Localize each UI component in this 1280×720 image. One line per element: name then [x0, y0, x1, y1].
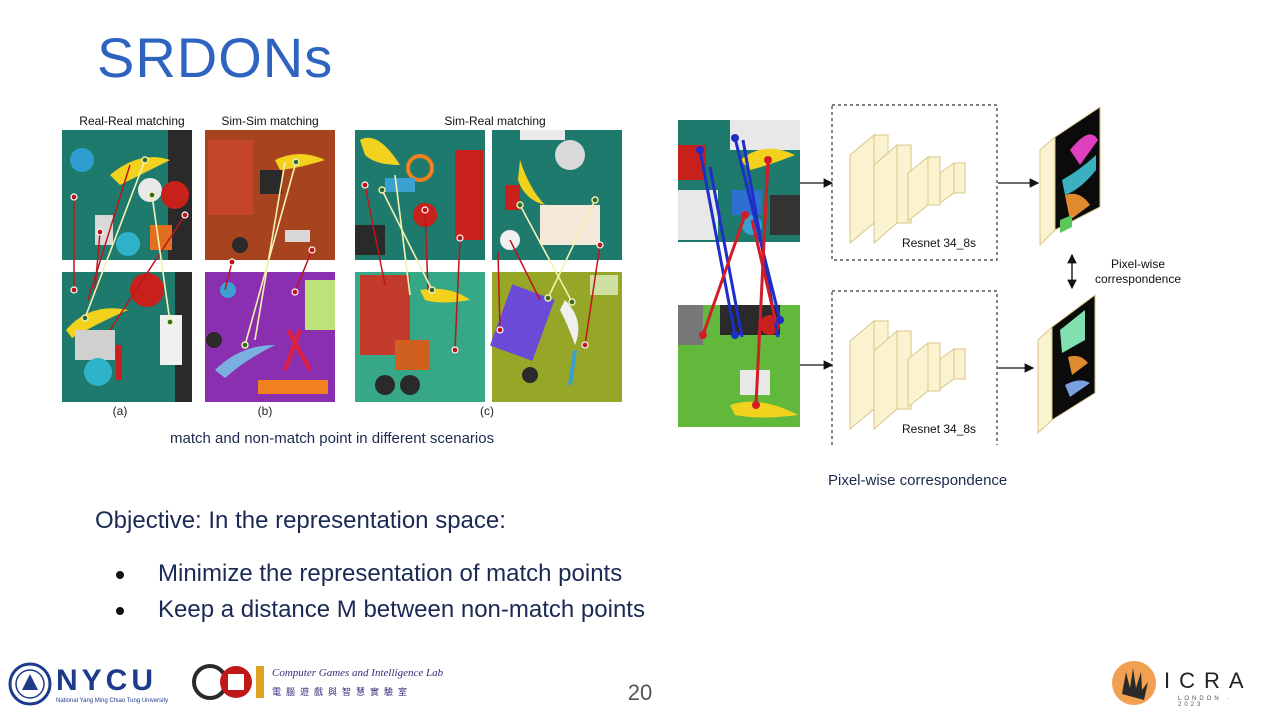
bullet-list: Minimize the representation of match poi…: [110, 558, 645, 630]
cgi-emblem-icon: [192, 664, 264, 700]
output-descriptor-top: [1039, 106, 1101, 247]
panel-sim-real-1-bottom: [355, 272, 485, 402]
panel-real-real-bottom: [62, 272, 192, 402]
panel-sim-real-2-top: [492, 130, 622, 260]
nycu-wordmark: NYCU: [56, 664, 158, 697]
bullet-text: Keep a distance M between non-match poin…: [158, 596, 645, 623]
icra-hand-icon: [1112, 661, 1156, 705]
resnet-box-top: [831, 104, 998, 261]
label-real-real: Real-Real matching: [79, 114, 185, 128]
input-image-real: [678, 120, 800, 242]
cgi-lab-name-zh: 電腦遊戲與智慧實驗室: [272, 687, 413, 697]
panel-real-real-top: [62, 130, 192, 260]
icra-subtitle: LONDON · 2023: [1178, 696, 1232, 708]
resnet-label-top: Resnet 34_8s: [902, 236, 977, 250]
pixelwise-arrow-label: Pixel-wise correspondence: [1094, 257, 1182, 286]
icra-wordmark: ICRA: [1164, 668, 1253, 693]
resnet-box-bottom: [831, 290, 998, 445]
sublabel-c: (c): [480, 404, 494, 418]
panel-sim-sim-bottom: [205, 272, 335, 402]
panel-sim-sim-top: [205, 130, 335, 260]
bullet-text: Minimize the representation of match poi…: [158, 560, 623, 587]
network-diagram: [678, 104, 1101, 445]
nycu-emblem-icon: [8, 662, 52, 706]
right-figure-caption: Pixel-wise correspondence: [828, 472, 1008, 489]
label-sim-sim: Sim-Sim matching: [221, 114, 319, 128]
slide-title: SRDONs: [97, 26, 334, 89]
sublabel-a: (a): [112, 404, 128, 418]
left-figure-caption: match and non-match point in different s…: [170, 430, 495, 447]
point-markers: [70, 156, 604, 354]
label-sim-real: Sim-Real matching: [444, 114, 546, 128]
bullet-item: Minimize the representation of match poi…: [110, 558, 645, 594]
output-descriptor-bottom: [1037, 294, 1096, 435]
resnet-label-bottom: Resnet 34_8s: [902, 422, 977, 436]
cgi-lab-name: Computer Games and Intelligence Lab: [272, 667, 444, 679]
cgi-lab-logo: Computer Games and Intelligence Lab 電腦遊戲…: [192, 662, 472, 706]
objective-text: Objective: In the representation space:: [95, 507, 506, 534]
nycu-subtitle: National Yang Ming Chiao Tung University: [56, 698, 169, 704]
icra-logo: ICRA LONDON · 2023: [1108, 656, 1258, 708]
match-lines: [84, 159, 596, 346]
nonmatch-lines: [73, 164, 601, 351]
correspondence-points: [696, 134, 784, 409]
correspondence-lines: [698, 137, 782, 406]
panel-sim-real-1-top: [355, 130, 485, 260]
page-number: 20: [627, 680, 653, 705]
matching-figure: [62, 130, 622, 402]
sublabel-b: (b): [257, 404, 273, 418]
input-arrows: [800, 178, 1077, 373]
bullet-item: Keep a distance M between non-match poin…: [110, 594, 645, 630]
bullet-dot-icon: [116, 571, 124, 579]
bullet-dot-icon: [116, 607, 124, 615]
panel-sim-real-2-bottom: [490, 272, 622, 402]
nycu-logo: NYCU National Yang Ming Chiao Tung Unive…: [8, 660, 188, 708]
